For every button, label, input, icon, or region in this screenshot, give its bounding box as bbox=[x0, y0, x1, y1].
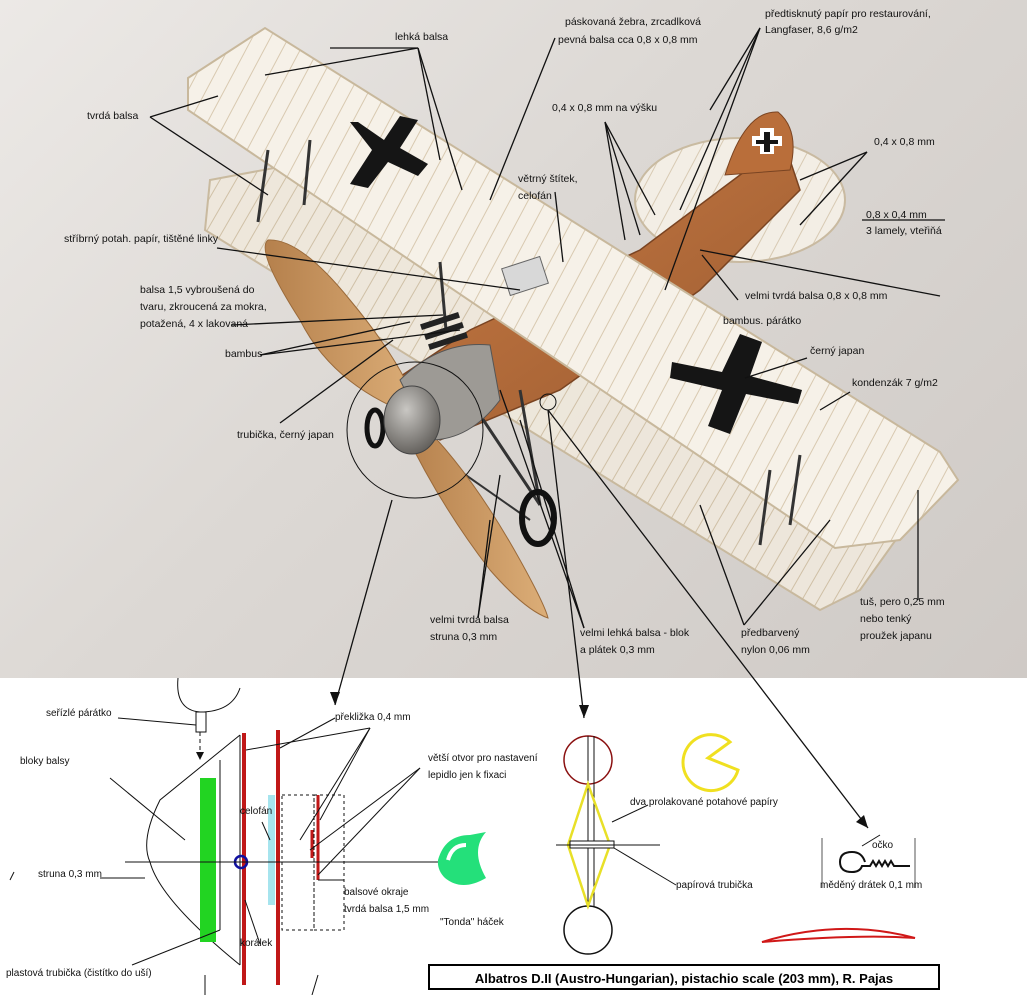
label-tvrda-balsa: tvrdá balsa bbox=[87, 110, 139, 122]
label-koralek: korálek bbox=[240, 938, 273, 949]
label-velmi-tvrda-1: velmi tvrdá balsa 0,8 x 0,8 mm bbox=[745, 290, 888, 302]
diagram-title: Albatros D.II (Austro-Hungarian), pistac… bbox=[428, 964, 940, 990]
label-okraje-2: tvrdá balsa 1,5 mm bbox=[344, 904, 430, 915]
wheel-left bbox=[364, 407, 386, 449]
label-paskovana-2: pevná balsa cca 0,8 x 0,8 mm bbox=[558, 34, 698, 46]
label-nylon-2: nylon 0,06 mm bbox=[741, 644, 810, 656]
windscreen bbox=[501, 255, 549, 297]
label-predtisk-2: Langfaser, 8,6 g/m2 bbox=[765, 24, 858, 36]
hub-detail-diagram bbox=[9, 677, 486, 995]
leader-lines bbox=[149, 27, 945, 829]
label-okraje-1: balsové okraje bbox=[344, 887, 409, 898]
label-struna-2: struna 0,3 mm bbox=[430, 631, 498, 643]
label-cerny-japan: černý japan bbox=[810, 345, 865, 357]
label-lehka-balsa: lehká balsa bbox=[395, 31, 449, 43]
label-struna-03: struna 0,3 mm bbox=[38, 869, 102, 880]
label-lehka-blok-1: velmi lehká balsa - blok bbox=[580, 627, 690, 639]
pacman-shape bbox=[681, 733, 740, 793]
wing-cross-right bbox=[670, 334, 802, 434]
label-lamely-2: 3 lamely, vteřiňá bbox=[866, 225, 942, 237]
label-tus-1: tuš, pero 0,25 mm bbox=[860, 596, 945, 608]
label-tus-3: proužek japanu bbox=[860, 630, 932, 642]
label-vrtule-2: tvaru, zkroucená za mokra, bbox=[140, 301, 267, 313]
tonda-hook bbox=[437, 832, 486, 885]
label-trubicka: trubička, černý japan bbox=[237, 429, 334, 441]
wing-cross-left bbox=[350, 116, 428, 188]
label-bloky: bloky balsy bbox=[20, 756, 70, 767]
label-vetrny-1: větrný štítek, bbox=[518, 173, 578, 185]
label-trubicka-plast: plastová trubička (čistítko do uší) bbox=[6, 968, 152, 979]
label-lamely-1: 0,8 x 0,4 mm bbox=[866, 209, 927, 221]
label-lehka-blok-2: a plátek 0,3 mm bbox=[580, 644, 655, 656]
label-vysku: 0,4 x 0,8 mm na výšku bbox=[552, 102, 658, 114]
eyelet-detail bbox=[761, 834, 920, 943]
label-tus-2: nebo tenký bbox=[860, 613, 912, 625]
label-predtisk-1: předtisknutý papír pro restaurování, bbox=[765, 8, 931, 20]
label-dva-papiry: dva prolakované potahové papíry bbox=[630, 797, 778, 808]
green-balsa-block bbox=[200, 778, 216, 942]
label-serizle: seřízlé párátko bbox=[46, 708, 112, 719]
label-struna-1: velmi tvrdá balsa bbox=[430, 614, 509, 626]
label-kondenzak: kondenzák 7 g/m2 bbox=[852, 377, 938, 389]
airfoil-shape bbox=[761, 927, 916, 943]
label-papirova: papírová trubička bbox=[676, 880, 753, 891]
label-bambus-paratko: bambus. párátko bbox=[723, 315, 802, 327]
label-otvor-1: větší otvor pro nastavení bbox=[428, 753, 538, 764]
detail-circle-prop bbox=[346, 361, 484, 499]
label-hacek: "Tonda" háček bbox=[440, 917, 504, 928]
label-vetrny-2: celofán bbox=[518, 190, 552, 202]
propeller-upper-blade bbox=[264, 239, 419, 411]
label-preklizka: překližka 0,4 mm bbox=[335, 712, 411, 723]
label-vrtule-1: balsa 1,5 vybroušená do bbox=[140, 284, 255, 296]
label-stribrny: stříbrný potah. papír, tištěné linky bbox=[64, 233, 219, 245]
label-medeny: měděný drátek 0,1 mm bbox=[820, 880, 923, 891]
spinner bbox=[383, 385, 441, 455]
label-otvor-2: lepidlo jen k fixaci bbox=[428, 770, 507, 781]
label-nylon-1: předbarvený bbox=[741, 627, 800, 639]
propeller-lower-blade bbox=[404, 419, 549, 619]
label-celofan: celofán bbox=[240, 806, 273, 817]
label-bambus: bambus bbox=[225, 348, 263, 360]
label-vrtule-3: potažená, 4 x lakovaná bbox=[140, 318, 248, 330]
wheel-right bbox=[519, 489, 557, 547]
label-paskovana-1: páskovaná žebra, zrcadlková bbox=[565, 16, 701, 28]
wheel-detail-diagram bbox=[556, 733, 740, 955]
label-ocko: očko bbox=[872, 840, 894, 851]
label-04x08: 0,4 x 0,8 mm bbox=[874, 136, 935, 148]
